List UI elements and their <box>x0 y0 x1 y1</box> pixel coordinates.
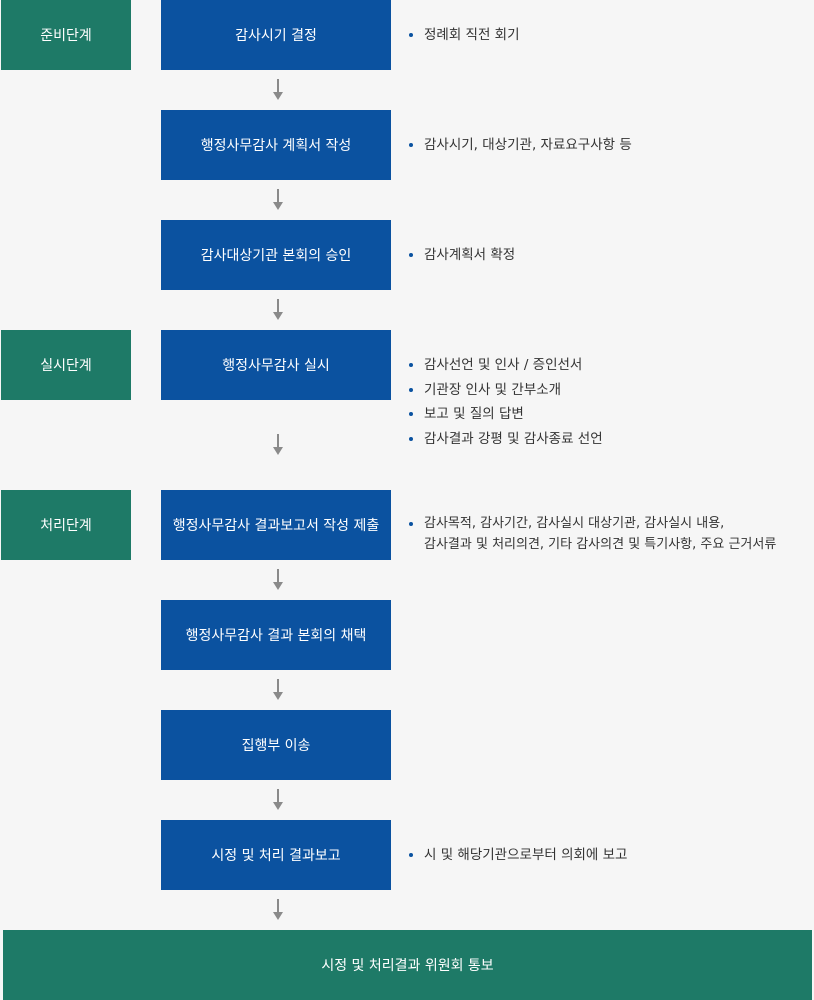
down-arrow-icon <box>273 434 283 455</box>
note-item: 감사목적, 감사기간, 감사실시 대상기관, 감사실시 내용,감사결과 및 처리… <box>408 513 776 555</box>
bullet-icon <box>409 143 413 147</box>
note-item: 시 및 해당기관으로부터 의회에 보고 <box>408 843 627 868</box>
bullet-icon <box>409 436 413 441</box>
step-conduct-audit: 행정사무감사 실시 <box>161 330 391 400</box>
notes-write-audit-plan: 감사시기, 대상기관, 자료요구사항 등 <box>408 133 632 158</box>
bullet-icon <box>409 853 413 857</box>
notes-correction-report: 시 및 해당기관으로부터 의회에 보고 <box>408 843 627 868</box>
note-item: 감사시기, 대상기관, 자료요구사항 등 <box>408 133 632 158</box>
down-arrow-icon <box>273 569 283 590</box>
note-item: 정례회 직전 회기 <box>408 23 520 48</box>
notes-submit-result-report: 감사목적, 감사기간, 감사실시 대상기관, 감사실시 내용,감사결과 및 처리… <box>408 513 776 555</box>
note-item: 감사결과 강평 및 감사종료 선언 <box>408 427 603 452</box>
notes-conduct-audit: 감사선언 및 인사 / 증인선서 기관장 인사 및 간부소개 보고 및 질의 답… <box>408 353 603 451</box>
step-transfer-executive: 집행부 이송 <box>161 710 391 780</box>
stage-processing: 처리단계 <box>1 490 131 560</box>
step-plenary-approval: 감사대상기관 본회의 승인 <box>161 220 391 290</box>
down-arrow-icon <box>273 789 283 810</box>
notes-plenary-approval: 감사계획서 확정 <box>408 243 515 268</box>
down-arrow-icon <box>273 79 283 100</box>
note-item: 감사계획서 확정 <box>408 243 515 268</box>
down-arrow-icon <box>273 299 283 320</box>
bullet-icon <box>409 412 413 416</box>
step-write-audit-plan: 행정사무감사 계획서 작성 <box>161 110 391 180</box>
note-item: 감사선언 및 인사 / 증인선서 <box>408 353 603 378</box>
bullet-icon <box>409 522 413 526</box>
stage-prep: 준비단계 <box>1 0 131 70</box>
note-item: 기관장 인사 및 간부소개 <box>408 378 603 403</box>
stage-execution: 실시단계 <box>1 330 131 400</box>
bullet-icon <box>409 387 413 392</box>
down-arrow-icon <box>273 189 283 210</box>
note-item: 보고 및 질의 답변 <box>408 402 603 427</box>
down-arrow-icon <box>273 679 283 700</box>
final-committee-notification: 시정 및 처리결과 위원회 통보 <box>3 930 812 1000</box>
down-arrow-icon <box>273 899 283 920</box>
bullet-icon <box>409 253 413 257</box>
step-plenary-adoption: 행정사무감사 결과 본회의 채택 <box>161 600 391 670</box>
step-decide-audit-period: 감사시기 결정 <box>161 0 391 70</box>
bullet-icon <box>409 363 413 367</box>
bullet-icon <box>409 33 413 37</box>
step-submit-result-report: 행정사무감사 결과보고서 작성 제출 <box>161 490 391 560</box>
notes-decide-audit-period: 정례회 직전 회기 <box>408 23 520 48</box>
step-correction-report: 시정 및 처리 결과보고 <box>161 820 391 890</box>
